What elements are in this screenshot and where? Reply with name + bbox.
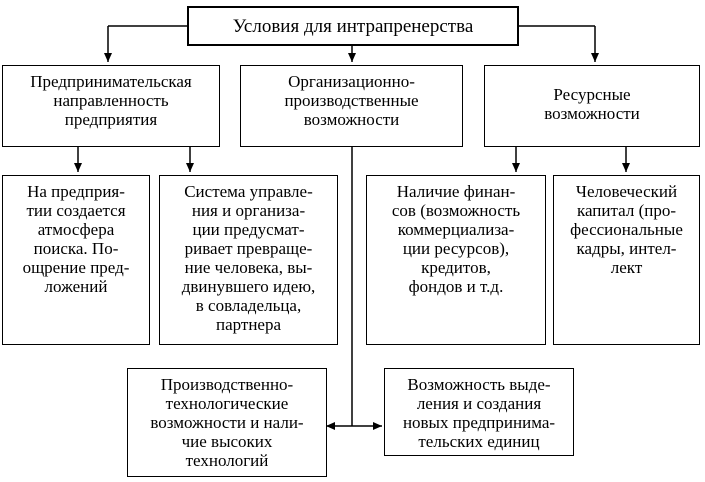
technology-label: Производственно- технологические возможн…: [150, 375, 304, 470]
finance-label: Наличие финан- сов (возможность коммерци…: [391, 182, 521, 296]
resource-box: Ресурсные возможности: [484, 65, 700, 147]
entrepreneurial-label: Предпринимательская направленность предп…: [30, 72, 192, 129]
organizational-box: Организационно- производственные возможн…: [240, 65, 463, 147]
new-units-label: Возможность выде- ления и создания новых…: [402, 375, 556, 451]
organizational-label: Организационно- производственные возможн…: [284, 72, 419, 129]
human-capital-box: Человеческий капитал (про- фессиональные…: [553, 175, 700, 345]
entrepreneurial-box: Предпринимательская направленность предп…: [2, 65, 220, 147]
technology-box: Производственно- технологические возможн…: [127, 368, 327, 477]
management-box: Система управле- ния и организа- ции пре…: [159, 175, 338, 345]
atmosphere-box: На предприя- тии создается атмосфера пои…: [2, 175, 150, 345]
resource-label: Ресурсные возможности: [544, 85, 640, 123]
new-units-box: Возможность выде- ления и создания новых…: [384, 368, 574, 456]
finance-box: Наличие финан- сов (возможность коммерци…: [366, 175, 546, 345]
management-label: Система управле- ния и организа- ции пре…: [181, 182, 316, 334]
root-condition-box: Условия для интрапренерства: [187, 6, 519, 46]
atmosphere-label: На предприя- тии создается атмосфера пои…: [22, 182, 130, 296]
human-capital-label: Человеческий капитал (про- фессиональные…: [570, 182, 683, 277]
root-condition-label: Условия для интрапренерства: [232, 15, 474, 37]
